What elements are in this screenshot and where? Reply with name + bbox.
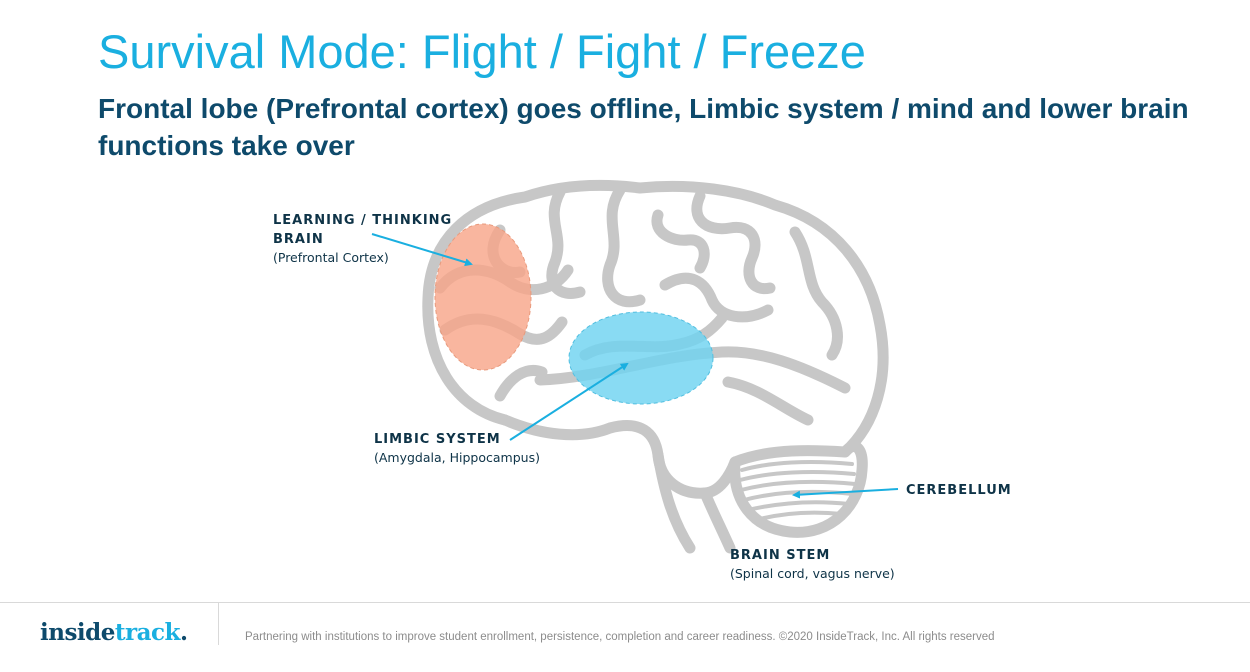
label-cerebellum: CEREBELLUM [906,483,1012,498]
sulcus [722,376,814,426]
insidetrack-logo: insidetrack. [40,618,188,648]
brain-stem-outline [652,449,736,554]
sulcus [691,190,776,295]
cerebellum-outline [729,441,868,538]
prefrontal-cortex-region [434,223,532,371]
sulcus [602,184,646,308]
cerebellum-arrow [792,488,899,499]
footer-divider [218,603,219,645]
logo-track: track [114,619,181,646]
label-prefrontal-sub: (Prefrontal Cortex) [273,250,389,265]
footer-text: Partnering with institutions to improve … [245,631,995,643]
slide-subtitle: Frontal lobe (Prefrontal cortex) goes of… [98,93,1189,161]
brain-diagram: LEARNING / THINKING BRAIN (Prefrontal Co… [273,179,1012,581]
label-prefrontal: LEARNING / THINKING BRAIN (Prefrontal Co… [273,213,452,265]
footer-rule [0,602,1250,603]
label-brainstem-sub: (Spinal cord, vagus nerve) [730,566,895,581]
sulcus [651,209,710,274]
pointer-arrows [371,233,899,499]
sulcus [789,226,843,361]
label-brainstem-title: BRAIN STEM [730,548,830,563]
limbic-system-region [568,311,714,405]
label-limbic-title: LIMBIC SYSTEM [374,432,501,447]
label-prefrontal-title-line1: LEARNING / THINKING [273,213,452,228]
sulcus [494,365,548,402]
limbic-arrow [509,362,629,441]
label-limbic-sub: (Amygdala, Hippocampus) [374,450,540,465]
slide-title: Survival Mode: Flight / Fight / Freeze [98,25,866,78]
prefrontal-arrow [371,233,473,267]
brain-silhouette [422,179,889,458]
logo-mark: . [179,619,188,646]
label-prefrontal-title-line2: BRAIN [273,232,324,247]
label-limbic: LIMBIC SYSTEM (Amygdala, Hippocampus) [374,432,540,465]
label-cerebellum-title: CEREBELLUM [906,483,1012,498]
label-brainstem: BRAIN STEM (Spinal cord, vagus nerve) [730,548,895,581]
sulcus [659,272,774,323]
logo-inside: inside [40,619,115,646]
sulcus [546,186,586,299]
